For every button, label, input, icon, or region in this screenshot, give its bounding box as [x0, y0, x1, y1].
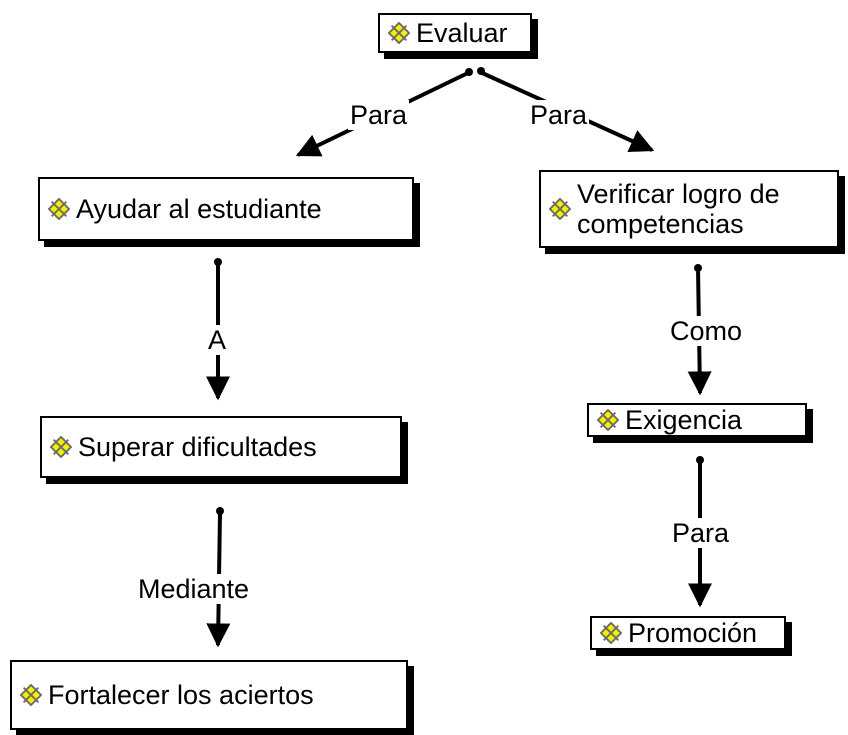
link-label-para-bottom: Para — [670, 518, 732, 548]
concept-superar-dificultades[interactable]: Superar dificultades — [40, 416, 402, 478]
concept-icon — [549, 198, 571, 220]
concept-label: Verificar logro de competencias — [577, 179, 780, 239]
concept-label: Evaluar — [416, 18, 508, 48]
concept-icon — [20, 684, 42, 706]
concept-icon — [597, 409, 619, 431]
link-label-mediante: Mediante — [136, 574, 252, 604]
concept-icon — [48, 198, 70, 220]
link-start-dot — [694, 264, 702, 272]
concept-icon — [600, 622, 622, 644]
concept-exigencia[interactable]: Exigencia — [587, 403, 807, 437]
link-start-dot — [214, 258, 222, 266]
concept-promocion[interactable]: Promoción — [590, 616, 786, 650]
concept-fortalecer-los-aciertos[interactable]: Fortalecer los aciertos — [10, 660, 408, 730]
link-label-como: Como — [668, 316, 745, 346]
link-label-a: A — [206, 325, 229, 355]
link-start-dot — [696, 456, 704, 464]
concept-ayudar-al-estudiante[interactable]: Ayudar al estudiante — [38, 177, 414, 241]
concept-icon — [50, 436, 72, 458]
concept-evaluar[interactable]: Evaluar — [378, 13, 532, 53]
concept-label: Exigencia — [625, 405, 743, 435]
link-start-dot — [216, 507, 224, 515]
link-label-para-right: Para — [528, 100, 590, 130]
concept-label: Superar dificultades — [78, 432, 317, 462]
concept-icon — [388, 22, 410, 44]
concept-label: Promoción — [628, 618, 758, 648]
concept-label: Fortalecer los aciertos — [48, 680, 314, 710]
link-start-dot — [477, 67, 485, 75]
link-start-dot — [465, 68, 473, 76]
link-label-para-left: Para — [348, 100, 410, 130]
concept-verificar-logro[interactable]: Verificar logro de competencias — [539, 170, 839, 248]
concept-label: Ayudar al estudiante — [76, 194, 322, 224]
